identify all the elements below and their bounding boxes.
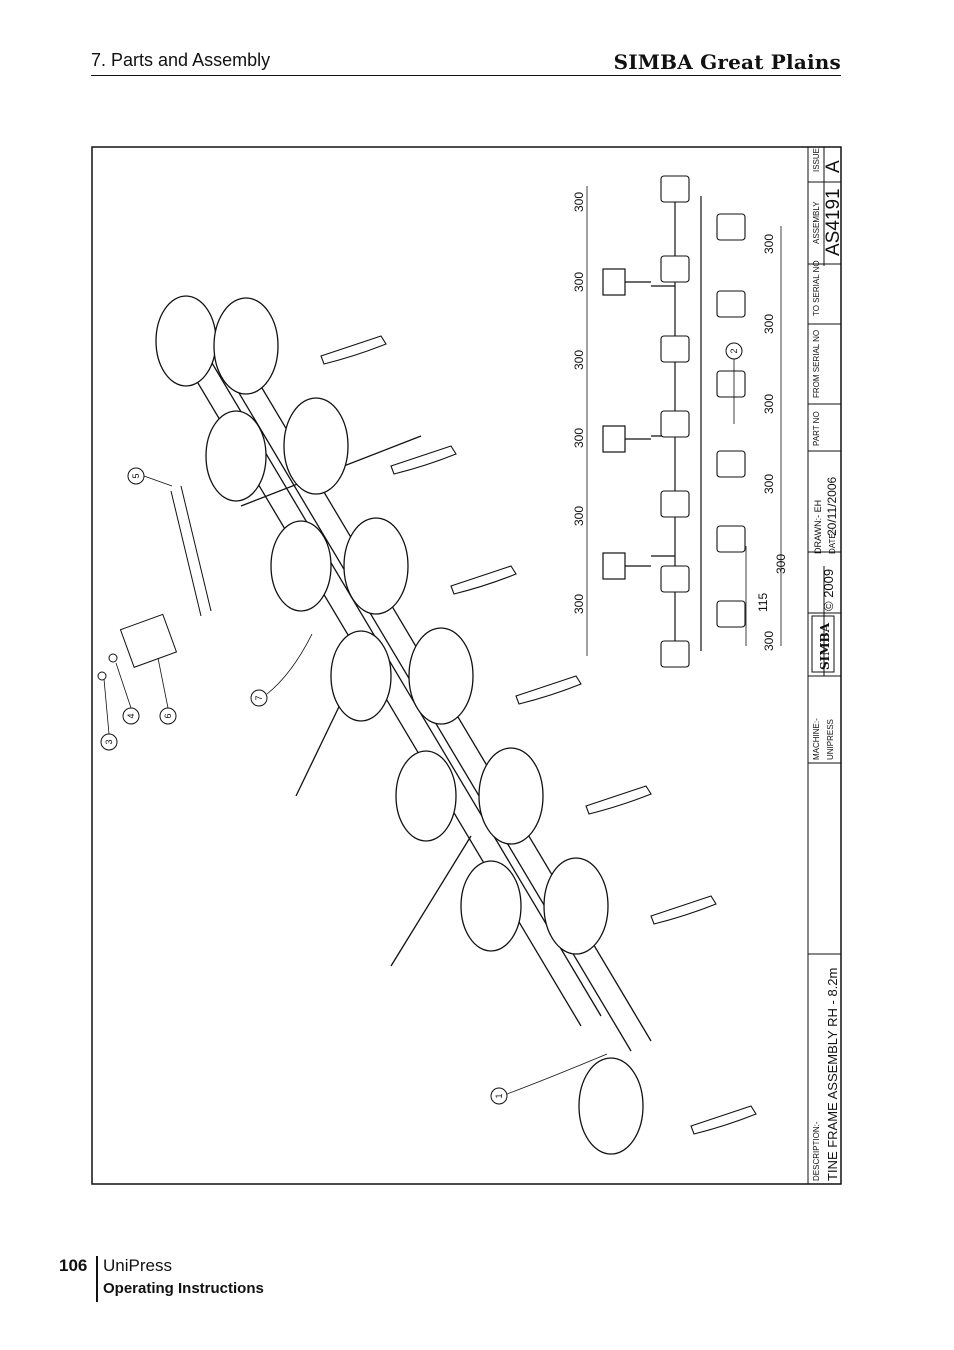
part-no-label: PART NO bbox=[812, 411, 821, 446]
callout-4: 4 bbox=[126, 713, 136, 718]
callout-2: 2 bbox=[729, 348, 739, 353]
dim-300: 300 bbox=[572, 192, 586, 212]
callout-1: 1 bbox=[494, 1093, 504, 1098]
dim-300: 300 bbox=[762, 234, 776, 254]
simba-logo-text: SIMBA bbox=[818, 622, 832, 670]
dim-300: 300 bbox=[572, 506, 586, 526]
callout-6: 6 bbox=[163, 713, 173, 718]
tines bbox=[320, 335, 757, 1135]
dim-300: 300 bbox=[572, 428, 586, 448]
assembly-value: AS4191 bbox=[823, 188, 842, 256]
callout-3: 3 bbox=[104, 739, 114, 744]
brand-logo: SIMBA Great Plains bbox=[613, 50, 841, 74]
plan-dimension-labels: 300 300 300 300 300 300 300 300 300 300 … bbox=[572, 192, 788, 651]
to-serial-label: TO SERIAL NO bbox=[812, 260, 821, 316]
header-rule bbox=[91, 75, 841, 76]
plan-tines bbox=[660, 175, 746, 668]
assembly-label: ASSEMBLY bbox=[812, 201, 821, 244]
page-number: 106 bbox=[59, 1256, 88, 1275]
description-value: TINE FRAME ASSEMBLY RH - 8.2m bbox=[825, 968, 840, 1181]
callout-5: 5 bbox=[131, 473, 141, 478]
section-title: 7. Parts and Assembly bbox=[91, 50, 271, 70]
engineering-drawing: ISSUE A ASSEMBLY AS4191 TO SERIAL NO FRO… bbox=[91, 146, 842, 1185]
issue-value: A bbox=[823, 160, 842, 173]
callout-numbers: 1 2 3 4 5 6 7 bbox=[104, 348, 739, 1098]
machine-label: MACHINE:- bbox=[812, 718, 821, 760]
title-block bbox=[807, 147, 842, 1184]
description-label: DESCRIPTION:- bbox=[812, 1121, 821, 1181]
callouts bbox=[100, 342, 743, 1105]
dim-115: 115 bbox=[756, 593, 770, 612]
dim-300: 300 bbox=[572, 272, 586, 292]
drawn-by: DRAWN:- EH bbox=[813, 500, 823, 554]
date-label: DATE:- bbox=[828, 528, 837, 554]
callout-7: 7 bbox=[254, 695, 264, 700]
title-block-text: ISSUE A ASSEMBLY AS4191 TO SERIAL NO FRO… bbox=[811, 148, 842, 1181]
document-type: Operating Instructions bbox=[103, 1280, 264, 1297]
from-serial-label: FROM SERIAL NO bbox=[812, 330, 821, 398]
dim-300: 300 bbox=[762, 314, 776, 334]
product-name: UniPress bbox=[103, 1256, 172, 1275]
footer-divider bbox=[96, 1256, 98, 1302]
dim-300: 300 bbox=[762, 631, 776, 651]
dim-300: 300 bbox=[762, 394, 776, 414]
simba-logo-mark: SIMBA bbox=[811, 615, 835, 673]
dim-300: 300 bbox=[572, 350, 586, 370]
machine-value: UNIPRESS bbox=[826, 719, 835, 760]
callout-leaders bbox=[103, 359, 735, 1095]
dim-300: 300 bbox=[572, 594, 586, 614]
issue-label: ISSUE bbox=[812, 148, 821, 172]
dim-300: 300 bbox=[774, 554, 788, 574]
loose-parts bbox=[97, 485, 212, 681]
dim-300: 300 bbox=[762, 474, 776, 494]
plan-dimensions bbox=[586, 186, 782, 656]
copyright: © 2009 bbox=[821, 569, 836, 611]
date-value: 20/11/2006 bbox=[825, 477, 839, 536]
press-wheels bbox=[155, 295, 644, 1155]
